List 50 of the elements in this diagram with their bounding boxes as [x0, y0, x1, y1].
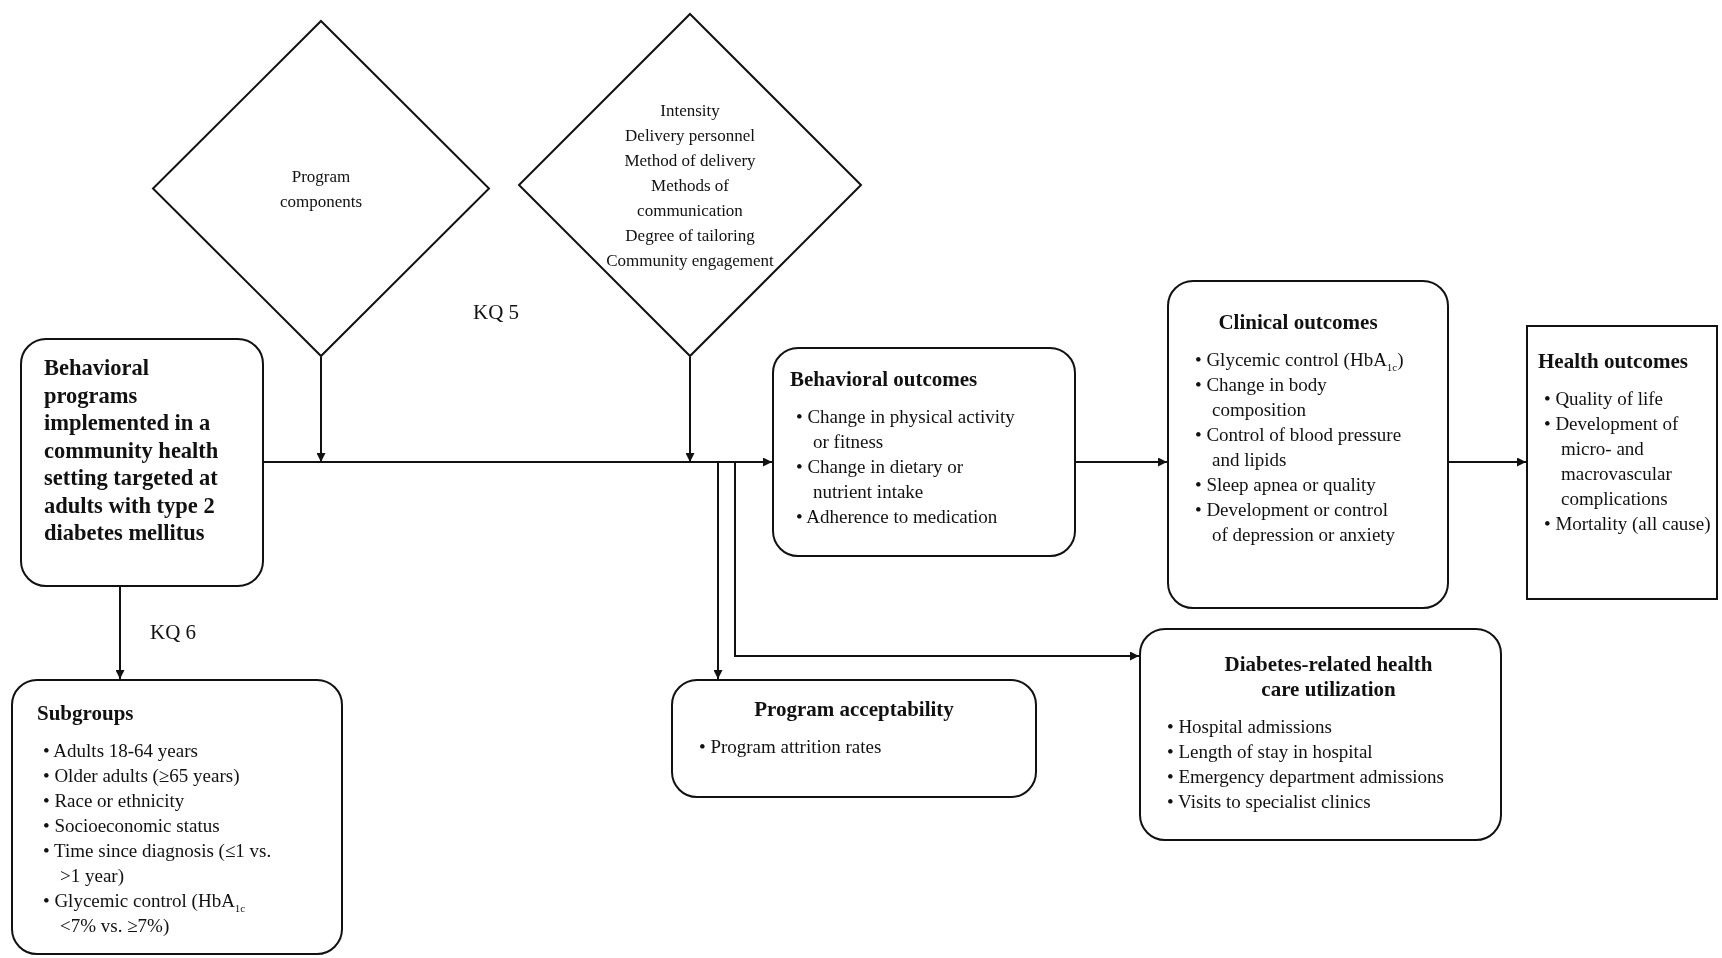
box-title: Subgroups — [37, 701, 134, 726]
arrow — [1448, 457, 1527, 467]
outcome-box — [11, 679, 343, 955]
bullet-item: • Glycemic control (HbA$_{1c}$) — [1195, 348, 1405, 372]
bullet-item: • Older adults (≥65 years) — [43, 764, 241, 788]
outcome-box — [671, 679, 1037, 798]
bullet-item: • Adherence to medication — [796, 505, 999, 529]
bullet-item: • Race or ethnicity — [43, 789, 186, 813]
bullet-item: • Program attrition rates — [699, 735, 883, 759]
diamond-text: Intensity — [660, 99, 720, 122]
box-title: Clinical outcomes — [1218, 310, 1378, 335]
diamond-text: Delivery personnel — [625, 124, 755, 147]
diamond-text: Method of delivery — [624, 149, 756, 172]
bullet-item: • Control of blood pressure and lipids — [1195, 423, 1403, 472]
box-title: Health outcomes — [1538, 349, 1688, 374]
bullet-item: • Change in body composition — [1195, 373, 1328, 422]
bullet-item: • Time since diagnosis (≤1 vs. >1 year) — [43, 839, 273, 888]
diamond-text: Community engagement — [606, 249, 774, 272]
bullet-item: • Hospital admissions — [1167, 715, 1333, 739]
arrow — [685, 356, 695, 463]
bullet-item: • Change in dietary or nutrient intake — [796, 455, 965, 504]
box-title: Diabetes-related health care utilization — [1223, 652, 1434, 702]
bullet-item: • Glycemic control (HbA$_{1c}$ <7% vs. ≥7%) — [43, 889, 247, 938]
arrow — [115, 586, 125, 680]
box-title: Behavioral outcomes — [790, 367, 978, 392]
bullet-item: • Development of micro- and macrovascular complications — [1544, 412, 1680, 511]
bullet-item: • Sleep apnea or quality — [1195, 473, 1377, 497]
bullet-item: • Quality of life — [1544, 387, 1665, 411]
bullet-item: • Length of stay in hospital — [1167, 740, 1374, 764]
diamond-text: Program components — [278, 165, 364, 213]
arrow — [1075, 457, 1168, 467]
edge-label: KQ 6 — [150, 620, 197, 645]
bullet-item: • Visits to specialist clinics — [1167, 790, 1372, 814]
process-box — [20, 338, 264, 587]
question-label: KQ 5 — [473, 300, 520, 325]
bullet-item: • Socioeconomic status — [43, 814, 221, 838]
outcome-box — [1167, 280, 1449, 609]
box-title: Behavioral programs implemented in a community health setting targeted at adults with type 2 diabetes mellitus — [44, 354, 220, 547]
arrow — [316, 356, 326, 463]
box-title: Program acceptability — [754, 697, 954, 722]
outcome-box — [1139, 628, 1502, 841]
bullet-item: • Change in physical activity or fitness — [796, 405, 1016, 454]
bullet-item: • Emergency department admissions — [1167, 765, 1445, 789]
bullet-item: • Mortality (all cause) — [1544, 512, 1712, 536]
diamond-text: Methods of communication — [636, 174, 744, 222]
outcome-box — [1526, 325, 1718, 600]
bullet-item: • Development or control of depression or anxiety — [1195, 498, 1397, 547]
bullet-item: • Adults 18-64 years — [43, 739, 199, 763]
outcome-box — [772, 347, 1076, 557]
diamond-text: Degree of tailoring — [625, 224, 755, 247]
